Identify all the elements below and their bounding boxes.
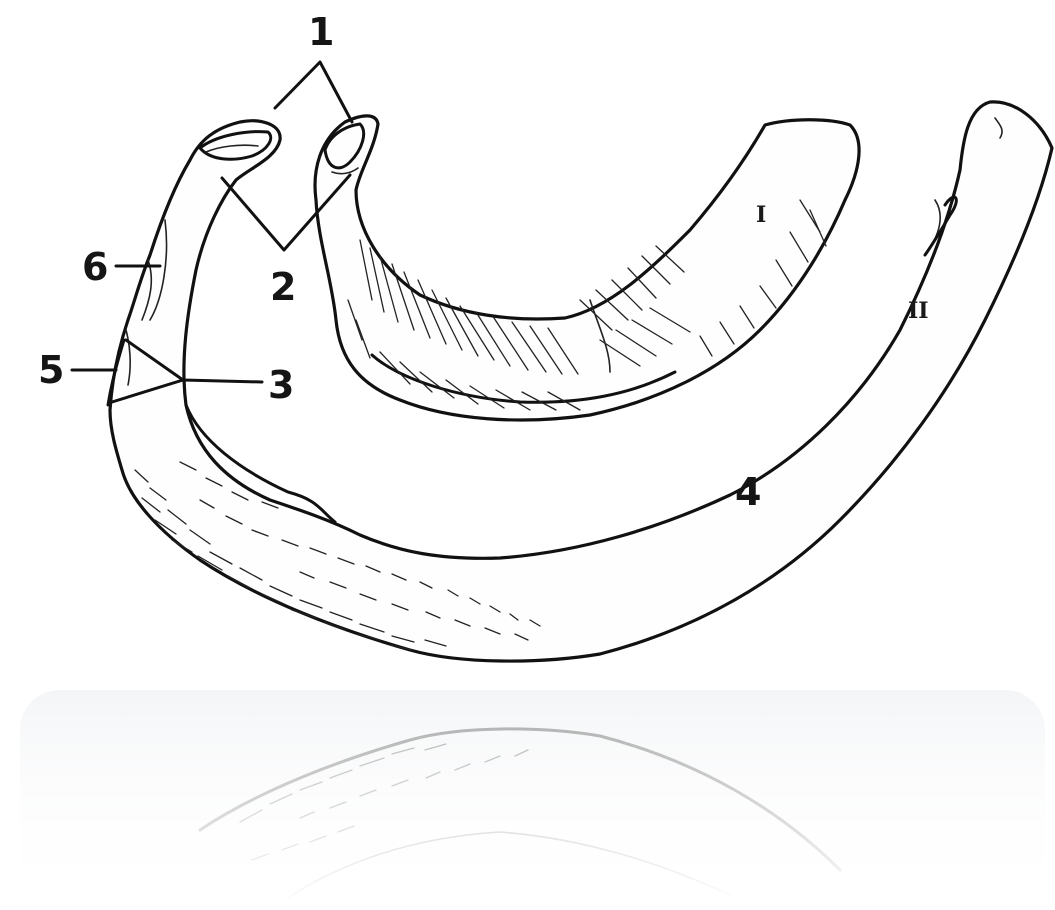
label-1: 1 [308, 10, 334, 54]
label-rib-ii: II [908, 298, 929, 324]
label-4: 4 [735, 470, 761, 514]
first-rib [315, 116, 859, 420]
label-rib-i: I [756, 202, 766, 228]
label-3: 3 [268, 363, 294, 407]
label-5: 5 [38, 348, 64, 392]
label-6: 6 [82, 245, 108, 289]
label-2: 2 [270, 265, 296, 309]
leader-lines [72, 62, 352, 402]
reflection [0, 690, 1055, 910]
leader-1 [275, 62, 352, 122]
